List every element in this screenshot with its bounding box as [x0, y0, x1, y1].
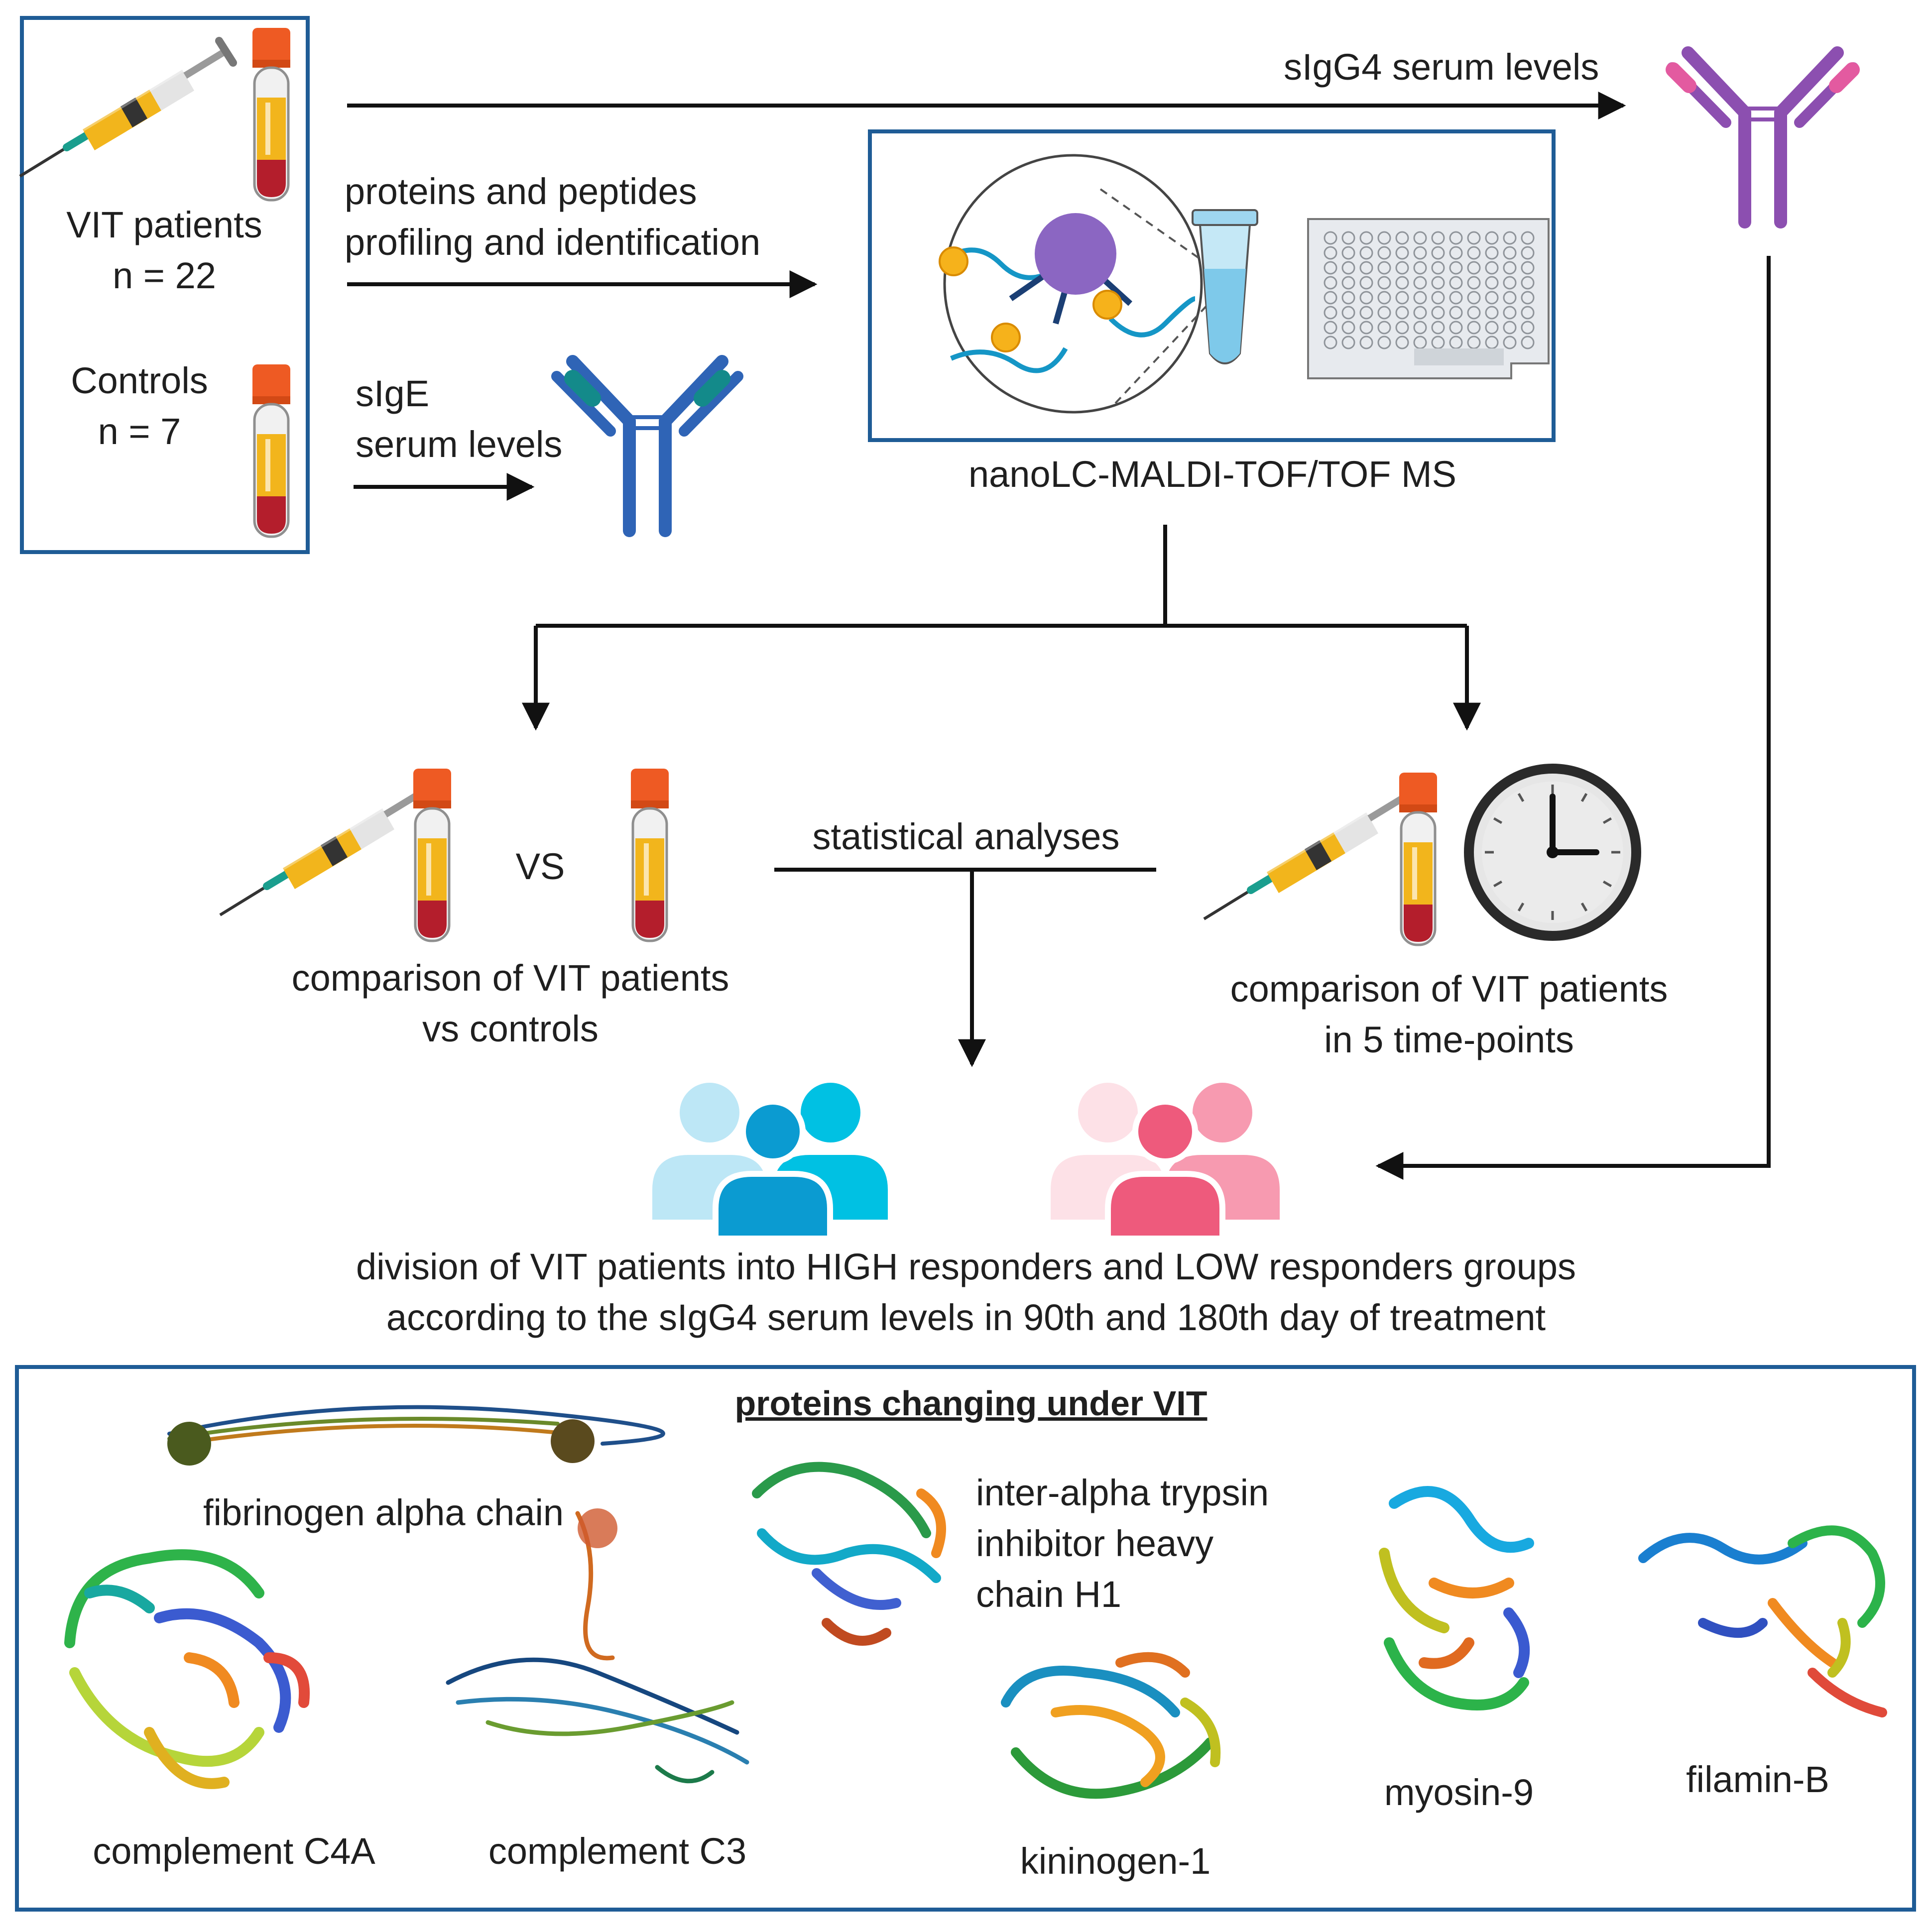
itih1-label-line2: inhibitor heavy: [976, 1523, 1214, 1564]
division-text-line1: division of VIT patients into HIGH respo…: [356, 1246, 1576, 1287]
complement-c3-label: complement C3: [488, 1830, 747, 1872]
ms-method-label: nanoLC-MALDI-TOF/TOF MS: [968, 454, 1457, 495]
division-text-line2: according to the sIgG4 serum levels in 9…: [386, 1297, 1546, 1338]
complement-c4a-label: complement C4A: [93, 1830, 375, 1872]
compare-timepoints-line1: comparison of VIT patients: [1230, 968, 1668, 1010]
fibrinogen-label: fibrinogen alpha chain: [203, 1492, 564, 1533]
profiling-label-line2: profiling and identification: [345, 222, 761, 263]
myosin-label: myosin-9: [1384, 1772, 1534, 1813]
proteins-panel-title: proteins changing under VIT: [734, 1384, 1207, 1423]
itih1-label-line3: chain H1: [976, 1574, 1122, 1615]
compare-timepoints-line2: in 5 time-points: [1324, 1019, 1574, 1060]
controls-label: Controls: [71, 360, 208, 401]
kininogen-label: kininogen-1: [1020, 1840, 1211, 1882]
compare-controls-line2: vs controls: [422, 1008, 599, 1049]
profiling-label-line1: proteins and peptides: [345, 171, 697, 212]
sige-label-line2: serum levels: [356, 424, 563, 465]
controls-count: n = 7: [98, 411, 181, 452]
itih1-label-line1: inter-alpha trypsin: [976, 1472, 1269, 1513]
statistical-analyses-label: statistical analyses: [812, 816, 1120, 857]
vit-patients-label: VIT patients: [66, 204, 262, 245]
filamin-label: filamin-B: [1686, 1759, 1829, 1800]
sigg4-serum-levels-label: sIgG4 serum levels: [1284, 46, 1599, 88]
vit-patients-count: n = 22: [113, 255, 216, 296]
compare-controls-line1: comparison of VIT patients: [291, 957, 729, 999]
vs-label: VS: [515, 846, 565, 887]
sige-label-line1: sIgE: [356, 373, 430, 414]
